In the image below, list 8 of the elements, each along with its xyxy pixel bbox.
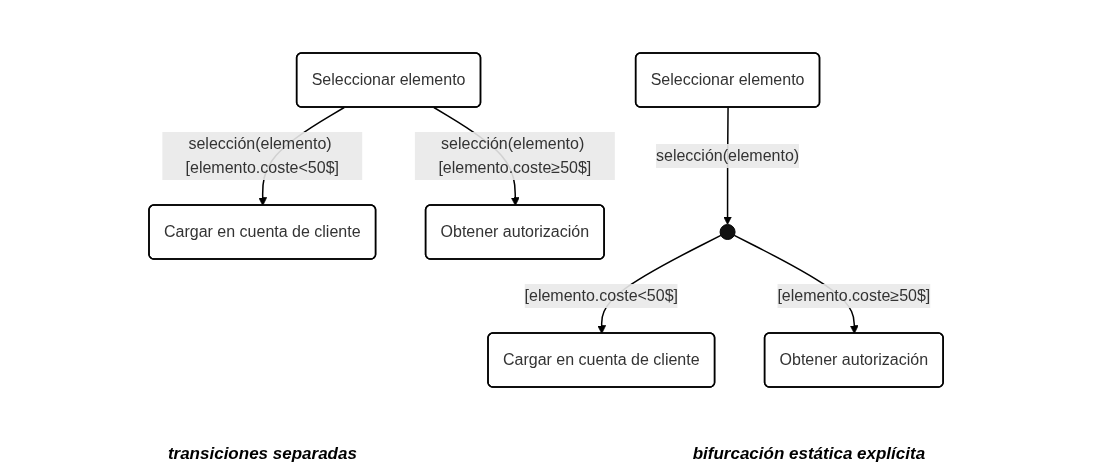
edge-label: [elemento.coste≥50$] [777, 287, 931, 304]
edge-label: selección(elemento) [elemento.coste≥50$] [438, 135, 592, 176]
edge-label: [elemento.coste<50$] [525, 287, 679, 304]
diagram-caption: transiciones separadas [167, 444, 357, 464]
diagram-caption: bifurcación estática explícita [692, 444, 926, 464]
node-circle [720, 224, 736, 240]
edge-label: selección(elemento) [elemento.coste<50$] [186, 135, 340, 176]
edge-label: selección(elemento) [656, 147, 800, 164]
